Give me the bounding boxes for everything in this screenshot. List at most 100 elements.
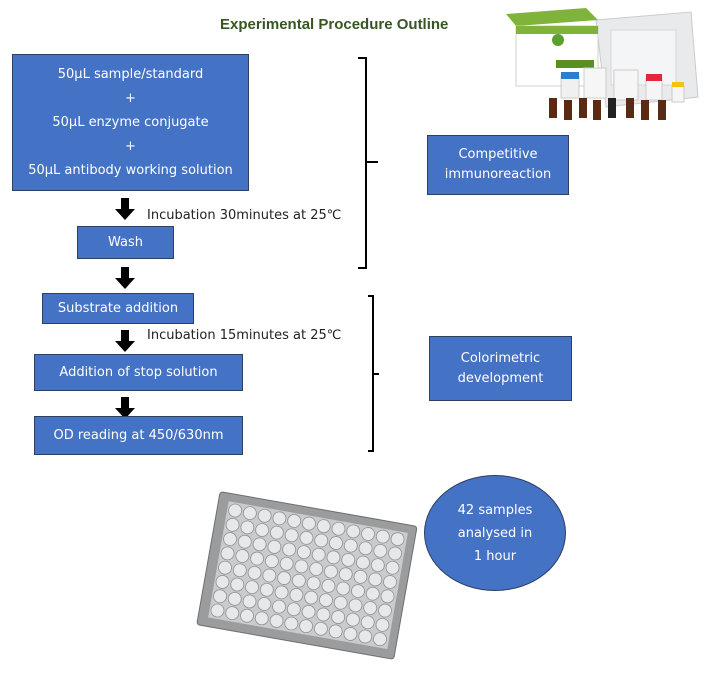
- plate-well: [286, 602, 301, 617]
- elisa-kit-image: [506, 8, 699, 120]
- incubation-note-1: Incubation 30minutes at 25℃: [147, 208, 342, 223]
- plate-well: [279, 556, 294, 571]
- phase-label: Competitive: [458, 147, 538, 162]
- wash-label: Wash: [107, 234, 143, 250]
- plate-well: [257, 508, 272, 523]
- plate-well: [274, 585, 289, 600]
- plate-well: [321, 578, 336, 593]
- plate-well: [343, 627, 358, 641]
- plate-well: [259, 582, 274, 597]
- down-arrow-icon: [115, 267, 135, 289]
- plate-well: [319, 593, 333, 608]
- plate-well: [328, 624, 343, 639]
- plate-well: [365, 586, 380, 601]
- summary-line: analysed in: [457, 525, 533, 541]
- plate-well: [301, 604, 316, 619]
- plate-well: [343, 538, 358, 553]
- substrate-label: Substrate addition: [57, 300, 179, 316]
- plate-well: [291, 573, 306, 588]
- plate-well: [272, 511, 287, 526]
- plate-well: [313, 621, 328, 636]
- plate-well: [245, 580, 259, 595]
- phase-box-competitive: Competitive immunoreaction: [427, 135, 569, 195]
- plate-well: [257, 597, 272, 611]
- plate-well: [284, 528, 299, 543]
- substrate-box: Substrate addition: [42, 293, 194, 324]
- od-reading-box: OD reading at 450/630nm: [34, 416, 243, 455]
- plate-well: [361, 527, 375, 541]
- plate-well: [336, 581, 351, 596]
- plate-well: [333, 595, 348, 610]
- plate-well: [284, 616, 299, 631]
- plate-well: [242, 594, 257, 609]
- plate-well: [232, 563, 247, 578]
- od-reading-label: OD reading at 450/630nm: [53, 427, 224, 443]
- plate-well: [314, 533, 329, 548]
- plate-well: [353, 569, 368, 584]
- plate-well: [370, 558, 385, 573]
- plate-well: [311, 547, 326, 562]
- plate-well: [383, 575, 397, 589]
- plate-well: [388, 546, 402, 561]
- plate-well: [264, 554, 279, 569]
- plate-well: [375, 617, 390, 632]
- plate-well: [346, 524, 361, 539]
- plate-well: [272, 599, 286, 614]
- phase-label: Colorimetric: [460, 350, 541, 366]
- plate-well: [302, 516, 316, 531]
- reagent-addition-box: 50µL sample/standard + 50µL enzyme conju…: [12, 54, 249, 191]
- plate-well: [378, 603, 392, 618]
- plate-well: [390, 532, 405, 547]
- diagram-title: Experimental Procedure Outline: [220, 16, 449, 33]
- plate-well: [223, 532, 237, 546]
- plate-well: [348, 598, 363, 613]
- plate-well: [316, 519, 331, 534]
- plate-well: [373, 632, 387, 647]
- plate-well: [373, 543, 388, 558]
- plate-well: [363, 601, 378, 615]
- plate-well: [270, 525, 284, 540]
- summary-line: 42 samples: [457, 502, 533, 518]
- plate-well: [210, 603, 225, 618]
- right-brace-2: [368, 295, 379, 452]
- plate-well: [230, 577, 245, 592]
- down-arrow-icon: [115, 397, 135, 419]
- plate-well: [331, 521, 346, 536]
- plate-well: [329, 536, 343, 550]
- plate-well: [220, 546, 235, 561]
- plate-well: [368, 572, 383, 587]
- plate-well: [215, 575, 230, 589]
- plate-well: [252, 537, 267, 552]
- plate-well: [225, 606, 240, 620]
- reagent-line: 50µL enzyme conjugate: [52, 114, 209, 130]
- plate-well: [213, 589, 227, 604]
- plate-well: [304, 590, 319, 605]
- plate-well: [326, 550, 341, 565]
- plate-well: [225, 517, 240, 532]
- plate-well: [331, 610, 346, 624]
- right-brace-1: [358, 57, 378, 269]
- reagent-line: 50µL antibody working solution: [28, 162, 233, 178]
- plate-well: [306, 576, 321, 591]
- reagent-line: 50µL sample/standard: [57, 66, 204, 82]
- plate-well: [242, 506, 257, 521]
- plate-well: [356, 555, 370, 570]
- down-arrow-icon: [115, 198, 135, 220]
- plate-well: [360, 615, 375, 630]
- plate-well: [358, 541, 373, 556]
- plate-well: [380, 589, 395, 604]
- summary-line: 1 hour: [473, 548, 517, 564]
- plate-well: [237, 534, 252, 549]
- plate-well: [346, 612, 360, 627]
- plate-well: [282, 542, 297, 557]
- plate-well: [309, 562, 324, 576]
- phase-label: immunoreaction: [444, 167, 552, 182]
- stop-solution-label: Addition of stop solution: [59, 364, 218, 380]
- plate-well: [338, 567, 353, 582]
- plate-well: [269, 614, 284, 628]
- plate-well: [294, 559, 309, 574]
- plate-well: [297, 545, 311, 560]
- microplate-image: [196, 491, 418, 660]
- reagent-plus: +: [125, 90, 136, 106]
- plate-well: [240, 608, 254, 623]
